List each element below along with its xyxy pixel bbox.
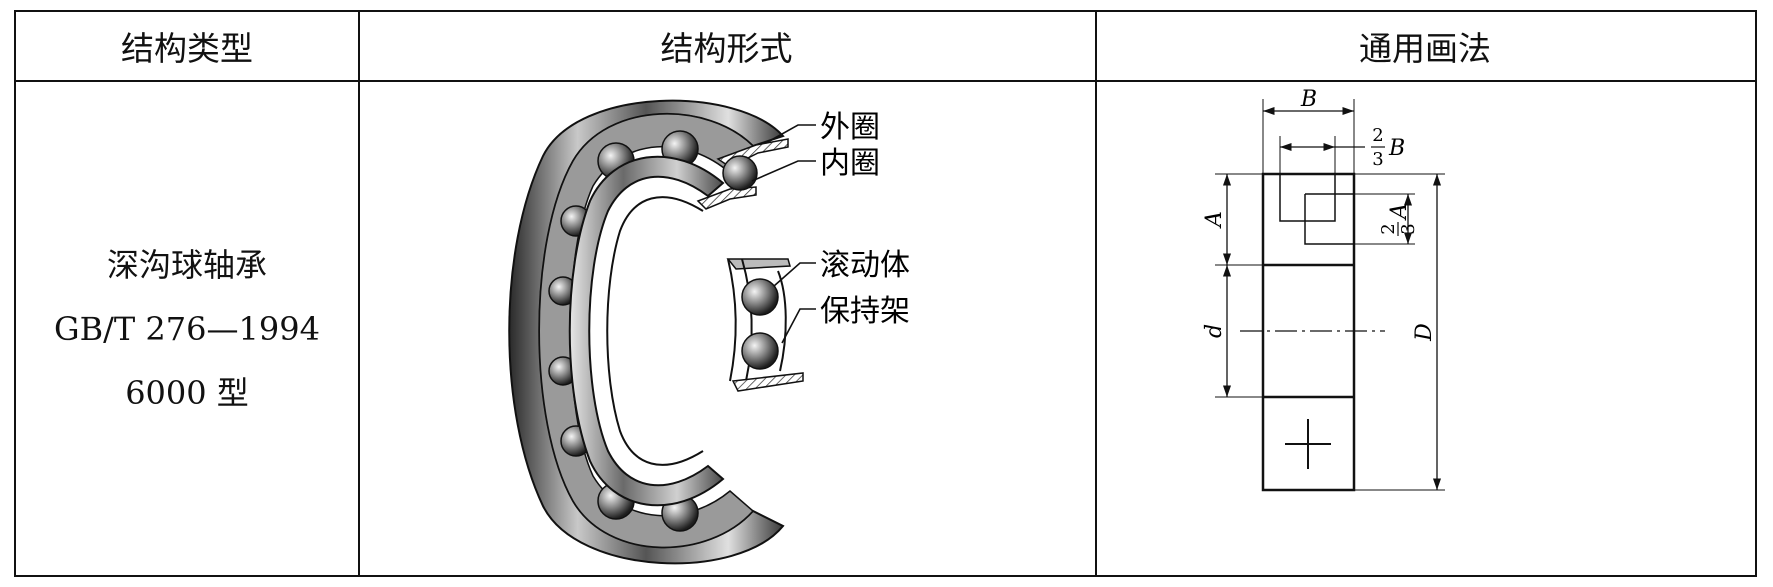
bearing-model: 6000 型 [125,373,249,412]
structure-type-cell: 深沟球轴承 GB/T 276—1994 6000 型 [16,82,358,575]
two-thirds-b-box [1279,174,1336,222]
bearing-outline [1261,172,1356,492]
header-general-drawing: 通用画法 [1095,12,1755,82]
svg-text:2: 2 [1378,223,1399,234]
general-drawing: B 2 3 B A d D 2 3 A [1202,87,1445,492]
section-ball-top [722,155,758,191]
svg-text:3: 3 [1372,149,1383,170]
bearing-body [508,99,804,565]
dim-label-two-thirds-B: 2 3 B [1371,125,1405,170]
dim-label-two-thirds-A: 2 3 A [1378,203,1419,236]
svg-text:B: B [1388,136,1405,161]
label-cage: 保持架 [820,294,910,329]
dim-label-A: A [1202,211,1227,229]
section-ball-upper [741,278,779,316]
inner-ring [568,155,725,507]
section-ball-lower [741,332,779,370]
column-divider [358,12,360,575]
inner-ring-section-top [696,186,757,210]
svg-text:2: 2 [1372,125,1383,146]
bearing-standard: GB/T 276—1994 [54,309,320,348]
label-outer-ring: 外圈 [820,110,880,145]
dim-label-D: D [1412,323,1437,342]
drawing-geometry [1215,99,1445,492]
structure-form-cell: 外圈 内圈 滚动体 保持架 [358,82,1095,575]
header-structure-form: 结构形式 [358,12,1095,82]
outer-ring-section-bottom [731,372,804,392]
bore-edge [606,196,704,466]
column-divider [1095,12,1097,575]
svg-text:A: A [1387,203,1412,221]
two-thirds-a-box [1304,194,1354,245]
label-inner-ring: 内圈 [820,146,880,181]
dim-label-d: d [1202,324,1227,338]
header-structure-type-label: 结构类型 [121,29,253,68]
cage [777,270,787,372]
bearing-table: 结构类型 结构形式 通用画法 深沟球轴承 GB/T 276—1994 6000 … [14,10,1757,577]
bearing-name: 深沟球轴承 [106,245,267,284]
leader-lines [751,124,816,344]
dim-label-B: B [1300,87,1317,112]
label-rolling-body: 滚动体 [820,248,910,283]
deep-groove-ball-bearing-illustration: 外圈 内圈 滚动体 保持架 [508,99,910,565]
header-general-drawing-label: 通用画法 [1359,29,1491,68]
header-structure-type: 结构类型 [16,12,358,82]
svg-text:3: 3 [1398,223,1419,234]
general-drawing-cell: B 2 3 B A d D 2 3 A [1095,82,1755,575]
header-structure-form-label: 结构形式 [660,29,793,68]
